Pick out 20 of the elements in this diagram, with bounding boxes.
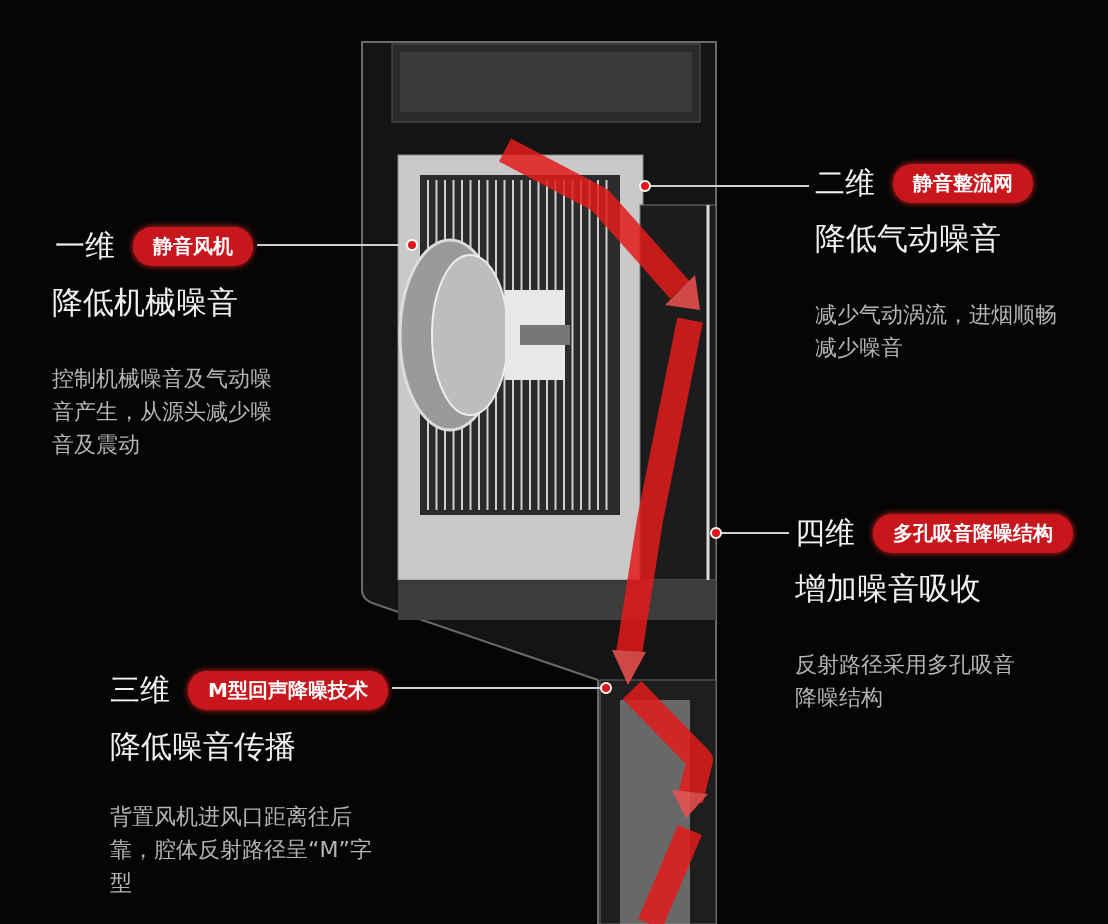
feature-description: 反射路径采用多孔吸音降噪结构 <box>795 651 1015 712</box>
feature-description: 减少气动涡流，进烟顺畅减少噪音 <box>815 301 1058 362</box>
dimension-label: 三维 <box>110 671 170 709</box>
dimension-label: 一维 <box>55 227 115 265</box>
feature-badge: M型回声降噪技术 <box>188 671 388 710</box>
dimension-label: 二维 <box>815 164 875 202</box>
leader-line <box>256 239 418 251</box>
leader-line <box>391 682 612 694</box>
leader-line <box>639 180 810 192</box>
feature-badge: 多孔吸音降噪结构 <box>873 514 1073 553</box>
feature-heading: 降低气动噪音 <box>815 219 1001 258</box>
dimension-label: 四维 <box>795 514 855 552</box>
feature-badge: 静音整流网 <box>893 164 1033 203</box>
feature-heading: 降低噪音传播 <box>110 727 296 766</box>
leader-line <box>710 527 790 539</box>
feature-heading: 增加噪音吸收 <box>795 569 981 608</box>
feature-heading: 降低机械噪音 <box>52 283 238 322</box>
feature-description: 背置风机进风口距离往后靠，腔体反射路径呈“M”字型 <box>110 803 373 897</box>
feature-badge: 静音风机 <box>133 227 253 266</box>
feature-description: 控制机械噪音及气动噪音产生，从源头减少噪音及震动 <box>52 365 273 459</box>
